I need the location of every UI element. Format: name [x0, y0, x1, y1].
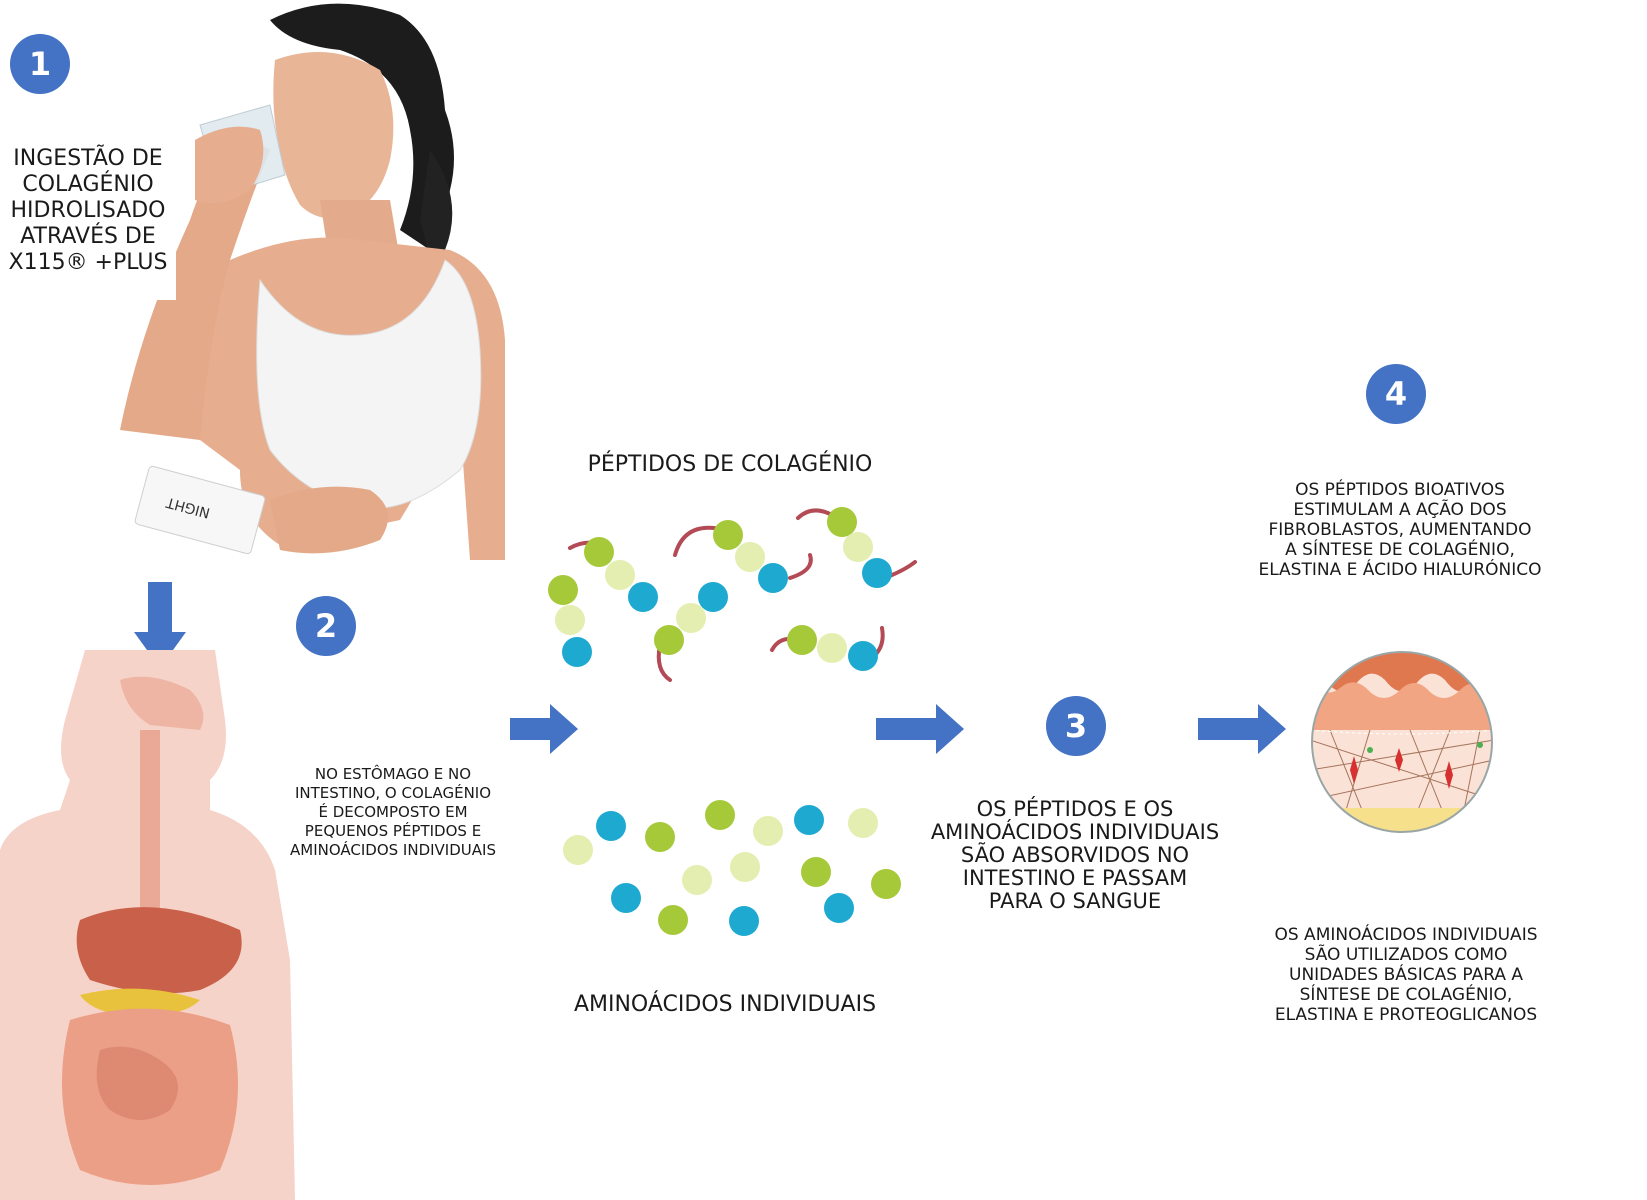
step-4-text-bottom: OS AMINOÁCIDOS INDIVIDUAIS SÃO UTILIZADO…	[1274, 925, 1538, 1025]
peptide-chain-5	[827, 507, 892, 588]
step1-text-box	[0, 140, 176, 300]
peptides-label: PÉPTIDOS DE COLAGÉNIO	[587, 452, 873, 477]
step-2-number: 2	[314, 607, 338, 645]
step-3-text: OS PÉPTIDOS E OS AMINOÁCIDOS INDIVIDUAIS…	[930, 797, 1220, 913]
peptide-chain-6	[787, 625, 878, 671]
amino-acids-label: AMINOÁCIDOS INDIVIDUAIS	[573, 992, 877, 1017]
step-3-number: 3	[1064, 707, 1088, 745]
step-2-text: NO ESTÔMAGO E NO INTESTINO, O COLAGÉNIO …	[290, 765, 496, 859]
woman-drinking-illustration: NIGHT	[120, 3, 505, 560]
right-arrow-icon	[1198, 704, 1286, 754]
peptide-chain-4	[713, 520, 788, 593]
skin-cross-section-illustration	[1311, 651, 1493, 833]
collagen-peptides-illustration	[548, 507, 917, 682]
right-arrow-icon	[876, 704, 964, 754]
right-arrow-icon	[510, 704, 578, 754]
amino-acids-illustration	[563, 800, 901, 936]
step-3-badge: 3	[1046, 696, 1106, 756]
step-1-text: INGESTÃO DE COLAGÉNIO HIDROLISADO ATRAVÉ…	[8, 146, 168, 275]
step-4-badge: 4	[1366, 364, 1426, 424]
step-4-number: 4	[1384, 375, 1408, 413]
peptide-chain-2	[548, 575, 592, 667]
step-4-text-top: OS PÉPTIDOS BIOATIVOS ESTIMULAM A AÇÃO D…	[1258, 480, 1542, 580]
digestive-system-illustration	[0, 650, 295, 1200]
peptide-chain-1	[584, 537, 658, 612]
peptide-chain-3	[654, 582, 728, 655]
step-1-badge: 1	[10, 34, 70, 94]
step-1-number: 1	[28, 45, 52, 83]
step-2-badge: 2	[296, 596, 356, 656]
